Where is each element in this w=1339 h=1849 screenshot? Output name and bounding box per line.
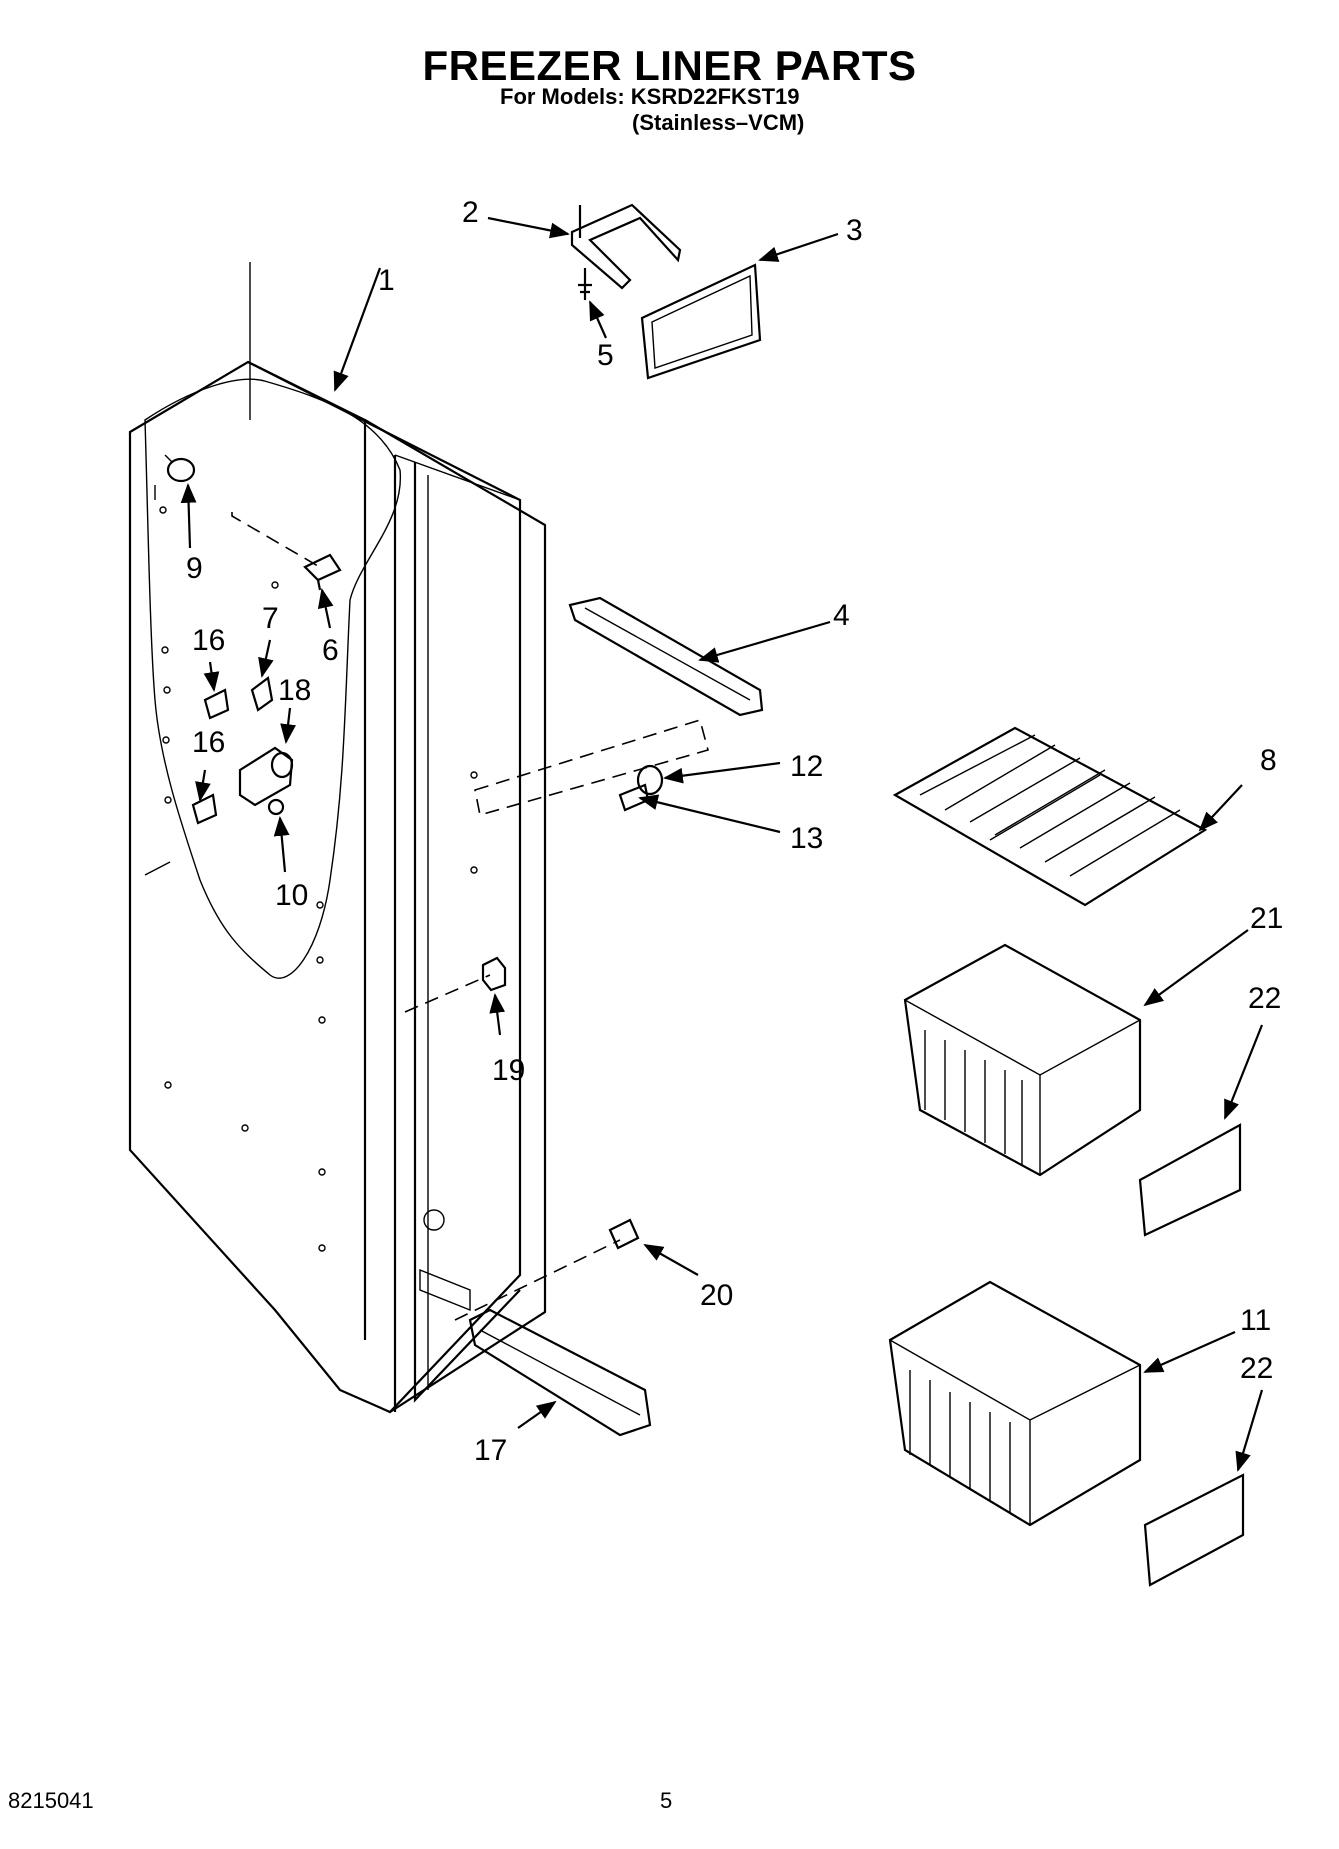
screw-20	[608, 1218, 640, 1250]
cover-3	[640, 263, 762, 380]
callout-11: 11	[1240, 1304, 1271, 1337]
callout-9: 9	[186, 552, 203, 585]
callout-13: 13	[790, 822, 823, 855]
model-info: For Models: KSRD22FKST19 (Stainless–VCM)	[500, 84, 804, 136]
models-line-1: For Models: KSRD22FKST19	[500, 84, 800, 109]
bracket-2	[570, 203, 682, 290]
label-holder-22-a	[1138, 1123, 1242, 1237]
arrow-3	[758, 232, 839, 262]
callout-22-b: 22	[1240, 1352, 1273, 1385]
callout-22-a: 22	[1248, 982, 1281, 1015]
models-line-2: (Stainless–VCM)	[632, 110, 805, 135]
callout-5: 5	[597, 339, 614, 372]
arrow-9	[180, 483, 197, 549]
arrow-7	[258, 639, 274, 678]
fastener-12-13	[618, 764, 664, 812]
basket-11	[888, 1280, 1142, 1527]
leader-20	[454, 1239, 621, 1321]
callout-19: 19	[492, 1054, 525, 1087]
bracket-18	[238, 746, 294, 807]
page-number: 5	[660, 1788, 673, 1813]
screw-16-a	[203, 688, 230, 720]
arrow-22-b	[1235, 1389, 1264, 1472]
arrow-16-b	[195, 769, 211, 802]
arrow-6	[317, 588, 334, 629]
callout-2: 2	[462, 196, 479, 229]
arrow-20	[643, 1244, 699, 1276]
callout-21: 21	[1250, 902, 1283, 935]
base-17	[468, 1308, 652, 1437]
fastener-10	[267, 798, 285, 816]
screw-5	[578, 268, 592, 300]
arrow-10	[273, 816, 290, 873]
callout-20: 20	[700, 1279, 733, 1312]
leader-12-13	[474, 718, 709, 817]
callout-16-b: 16	[192, 726, 225, 759]
arrow-12	[663, 761, 781, 784]
arrow-21	[1143, 929, 1249, 1007]
callout-3: 3	[846, 214, 863, 247]
label-holder-22-b	[1143, 1473, 1245, 1587]
arrow-2	[487, 216, 570, 239]
callout-12: 12	[790, 750, 823, 783]
callout-1: 1	[378, 264, 395, 297]
callout-4: 4	[833, 599, 850, 632]
document-number: 8215041	[8, 1788, 94, 1813]
callout-18: 18	[278, 674, 311, 707]
arrow-19	[489, 993, 506, 1036]
screw-16-b	[191, 793, 218, 825]
shelf-8	[892, 726, 1208, 907]
callout-7: 7	[262, 602, 279, 635]
callout-10: 10	[275, 879, 308, 912]
arrow-22-a	[1223, 1024, 1264, 1120]
arrow-17	[517, 1400, 557, 1429]
leader-19	[404, 974, 491, 1013]
fastener-9	[164, 454, 196, 483]
arrow-16-a	[203, 661, 220, 692]
arrow-4	[698, 620, 831, 663]
callout-8: 8	[1260, 744, 1277, 777]
arrow-18	[280, 707, 296, 744]
page-title: FREEZER LINER PARTS	[422, 42, 917, 89]
connector-19	[481, 956, 507, 992]
arrow-5	[588, 300, 608, 339]
callout-16-a: 16	[192, 624, 225, 657]
rail-4	[568, 596, 764, 717]
basket-21	[903, 943, 1142, 1177]
arrow-11	[1143, 1330, 1236, 1374]
freezer-liner	[128, 360, 547, 1414]
arrow-13	[638, 794, 781, 834]
callout-17: 17	[474, 1434, 507, 1467]
leader-6	[231, 512, 319, 567]
fastener-6	[303, 553, 342, 591]
arrow-8	[1198, 784, 1243, 832]
arrow-1	[333, 267, 382, 392]
callout-6: 6	[322, 634, 339, 667]
clip-7	[250, 676, 274, 712]
